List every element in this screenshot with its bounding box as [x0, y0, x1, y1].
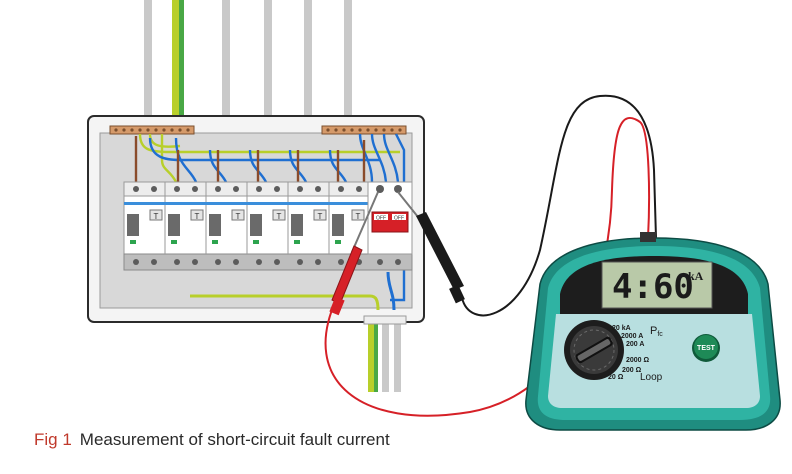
mcb-label: T [356, 212, 361, 221]
mcb-3[interactable]: T [209, 209, 245, 244]
mcb-label: T [236, 212, 241, 221]
lcd-value: 4:60 [612, 267, 694, 307]
mcb-6[interactable]: T [332, 209, 365, 244]
earth-terminal-bar [109, 125, 195, 135]
range-label: 20 kA [612, 325, 631, 332]
breaker-rail [123, 181, 413, 271]
range-selector-dial[interactable] [564, 320, 624, 380]
mcb-4[interactable]: T [250, 209, 286, 244]
mcb-label: T [318, 212, 323, 221]
mcb-2[interactable]: T [168, 209, 204, 244]
range-label: 200 Ω [622, 367, 642, 374]
mcb-label: T [154, 212, 159, 221]
dial-scale-label: Pfc [650, 325, 663, 338]
lcd-unit: kA [688, 269, 704, 283]
test-button[interactable]: TEST [692, 334, 720, 362]
range-label: 200 A [626, 341, 644, 348]
range-label: 20 Ω [608, 374, 624, 381]
figure-label: Fig 1 [34, 430, 72, 449]
test-button-label: TEST [697, 345, 716, 352]
range-label: 2000 Ω [626, 357, 650, 364]
mcb-modules: T T T T T T [127, 209, 365, 244]
switch-off-label: OFF [376, 216, 386, 222]
main-switch[interactable]: OFF OFF [367, 181, 413, 255]
mcb-5[interactable]: T [291, 209, 327, 244]
figure-caption: Fig 1 Measurement of short-circuit fault … [34, 430, 390, 450]
switch-off-label: OFF [394, 216, 404, 222]
red-probe[interactable] [329, 191, 379, 316]
neutral-terminal-bar [321, 125, 407, 135]
black-probe[interactable] [397, 191, 465, 304]
mcb-label: T [195, 212, 200, 221]
incoming-cables [144, 0, 352, 118]
figure-caption-text: Measurement of short-circuit fault curre… [79, 430, 390, 449]
range-label: 2000 A [621, 333, 643, 340]
mcb-label: T [277, 212, 282, 221]
outgoing-cables [363, 315, 407, 392]
internal-wiring [134, 133, 406, 311]
lcd-display [601, 261, 713, 309]
loop-tester: 4:60 kA 20 kA 2000 A 200 A 2000 Ω 200 Ω … [525, 232, 781, 431]
mcb-1[interactable]: T [127, 209, 163, 244]
black-lead [461, 94, 657, 317]
dial-loop-label: Loop [640, 372, 663, 383]
